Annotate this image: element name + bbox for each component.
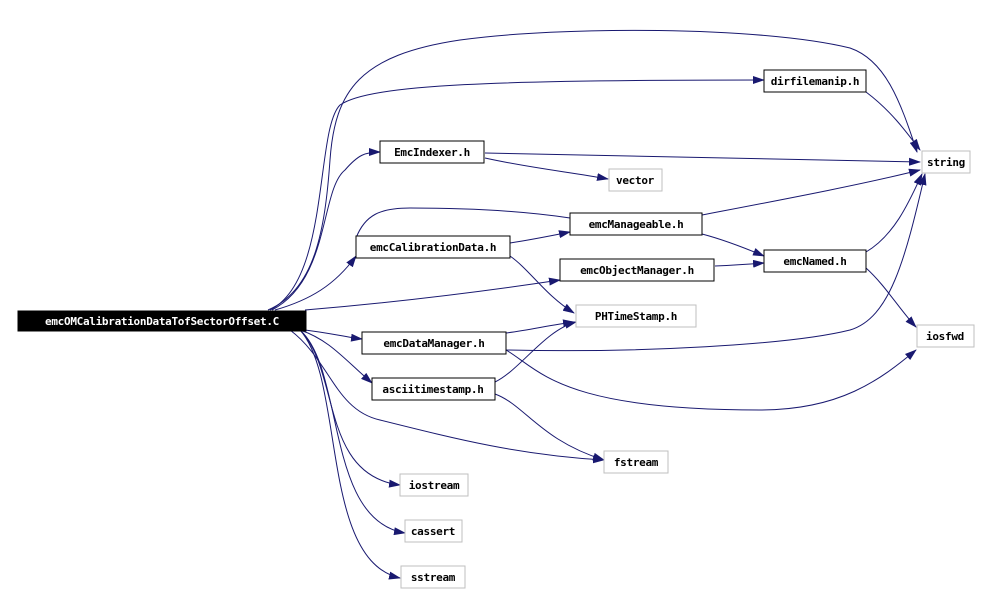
node-string[interactable]: string: [921, 150, 971, 174]
node-phtimestamp[interactable]: PHTimeStamp.h: [575, 304, 697, 328]
edge-emccalibrationdata-top-emcmanageable: [355, 207, 571, 239]
edge-root-cassert: [299, 329, 406, 536]
edge-emcmanageable-string: [701, 168, 921, 216]
edge-root-emcdatamanager: [304, 329, 363, 342]
node-fstream[interactable]: fstream: [603, 450, 669, 474]
edge-root-emccalibrationdata: [274, 255, 357, 311]
node-dirfilemanip-label: dirfilemanip.h: [771, 75, 860, 88]
edge-emcindexer-string: [484, 152, 921, 166]
node-sstream[interactable]: sstream: [400, 565, 466, 589]
node-root[interactable]: emcOMCalibrationDataTofSectorOffset.C: [17, 310, 307, 332]
node-iosfwd[interactable]: iosfwd: [916, 324, 975, 348]
edge-emcindexer-vector: [484, 157, 609, 181]
node-emcnamed[interactable]: emcNamed.h: [763, 249, 867, 273]
edge-dirfilemanip-string: [865, 91, 921, 151]
edge-root-string: [267, 29, 918, 311]
edge-root-emcindexer: [271, 148, 381, 311]
node-emccalibrationdata-label: emcCalibrationData.h: [370, 241, 496, 254]
node-vector[interactable]: vector: [608, 168, 663, 192]
node-emcobjectmanager[interactable]: emcObjectManager.h: [559, 258, 715, 282]
node-root-label: emcOMCalibrationDataTofSectorOffset.C: [45, 315, 279, 328]
node-sstream-label: sstream: [411, 571, 456, 584]
edge-emccalibrationdata-emcmanageable: [509, 230, 571, 244]
edges: [267, 29, 927, 580]
node-asciitimestamp-label: asciitimestamp.h: [382, 383, 483, 396]
edge-emcnamed-string: [865, 173, 923, 253]
node-asciitimestamp[interactable]: asciitimestamp.h: [371, 377, 496, 401]
node-phtimestamp-label: PHTimeStamp.h: [595, 310, 677, 323]
node-emcobjectmanager-label: emcObjectManager.h: [580, 264, 694, 277]
node-emcindexer-label: EmcIndexer.h: [394, 146, 470, 159]
edge-asciitimestamp-fstream: [494, 393, 605, 461]
node-emcdatamanager[interactable]: emcDataManager.h: [361, 331, 507, 355]
node-string-label: string: [927, 156, 965, 169]
node-cassert[interactable]: cassert: [404, 519, 463, 543]
node-emcnamed-label: emcNamed.h: [783, 255, 846, 268]
edge-emcnamed-iosfwd: [865, 267, 917, 328]
node-emcindexer[interactable]: EmcIndexer.h: [379, 140, 485, 164]
node-emcdatamanager-label: emcDataManager.h: [383, 337, 484, 350]
edge-emcmanageable-emcnamed: [701, 233, 765, 257]
node-emccalibrationdata[interactable]: emcCalibrationData.h: [355, 235, 511, 259]
edge-root-dirfilemanip: [269, 76, 765, 311]
edge-root-fstream: [289, 329, 605, 464]
edge-root-iostream: [299, 329, 401, 488]
edge-emcdatamanager-string: [505, 173, 927, 352]
node-vector-label: vector: [616, 174, 655, 187]
node-iostream-label: iostream: [409, 479, 460, 492]
node-iosfwd-label: iosfwd: [926, 330, 964, 343]
node-emcmanageable-label: emcManageable.h: [589, 218, 684, 231]
node-cassert-label: cassert: [411, 525, 455, 538]
edge-emcdatamanager-iosfwd: [505, 349, 917, 411]
node-dirfilemanip[interactable]: dirfilemanip.h: [763, 69, 867, 93]
edge-emcobjectmanager-emcnamed: [714, 259, 765, 268]
node-emcmanageable[interactable]: emcManageable.h: [569, 212, 703, 236]
edge-emcdatamanager-phtimestamp: [505, 319, 575, 334]
edge-emccalibrationdata-phtimestamp: [509, 255, 575, 314]
node-fstream-label: fstream: [614, 456, 659, 469]
edge-root-sstream: [299, 329, 401, 580]
edge-asciitimestamp-phtimestamp: [494, 320, 577, 383]
edge-root-emcobjectmanager: [304, 277, 561, 311]
node-iostream[interactable]: iostream: [399, 473, 469, 497]
edge-root-asciitimestamp: [299, 329, 373, 384]
